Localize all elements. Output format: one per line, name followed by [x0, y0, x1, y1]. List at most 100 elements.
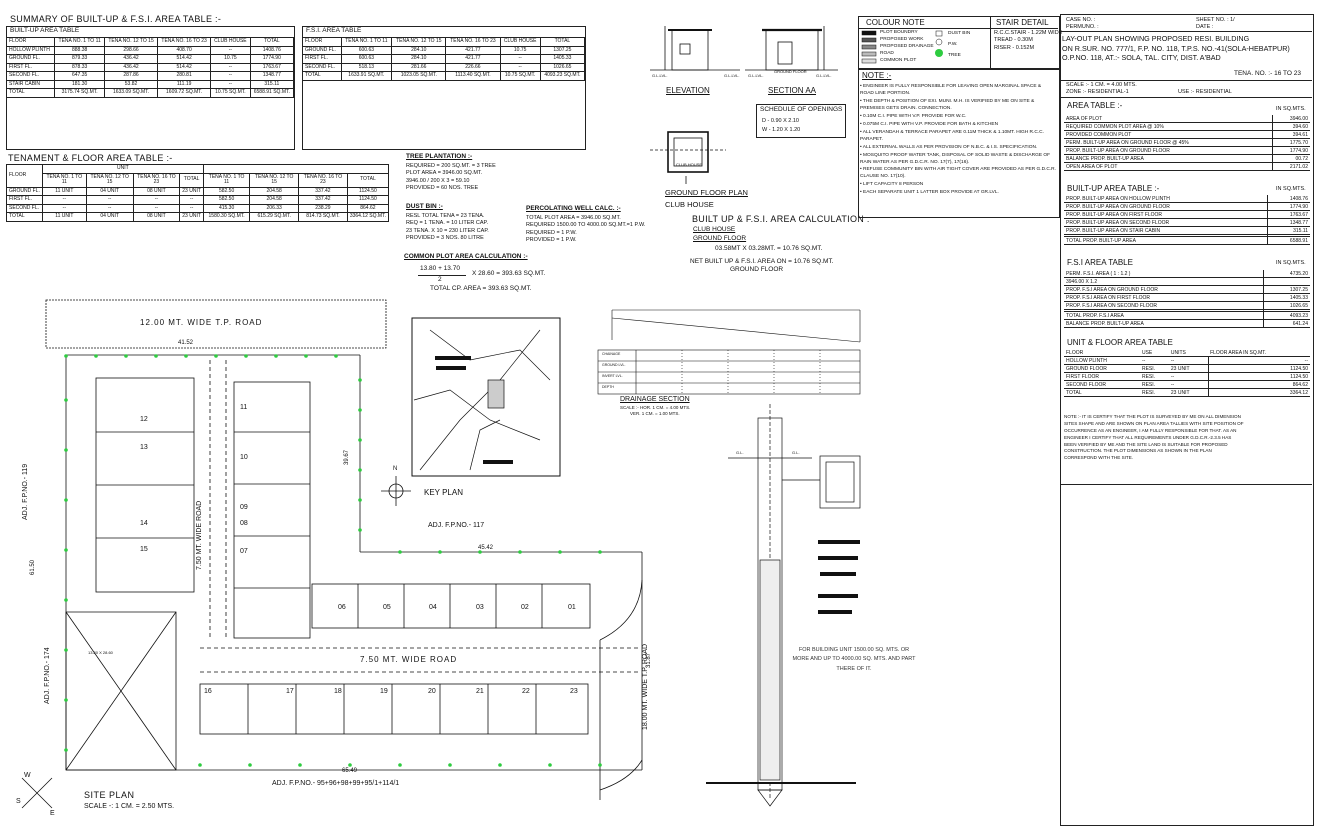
- unit-number-label: 05: [383, 604, 391, 611]
- common-title: COMMON PLOT AREA CALCULATION :-: [404, 253, 528, 260]
- redaction-bar: [820, 572, 856, 576]
- table-header-cell: TENA NO. 1 TO 11: [41, 172, 87, 188]
- table-cell: SECOND FLOOR: [1064, 380, 1140, 389]
- dustbin-line: 23 TENA. X 10 = 230 LITER CAP.: [406, 227, 489, 234]
- redaction-bar: [483, 460, 513, 464]
- table-cell: --: [1168, 356, 1209, 365]
- table-cell: PERM. BUILT-UP AREA ON GROUND FLOOR @ 45…: [1064, 138, 1273, 147]
- table-cell: 1307.25: [1262, 285, 1310, 294]
- perc-line: REQUIRED = 1 P.W.: [526, 229, 577, 236]
- bu-table-title: BUILT-UP AREA TABLE :-: [1067, 184, 1160, 193]
- road-vertical-label: 7.50 MT. WIDE ROAD: [196, 500, 203, 570]
- colour-item: PLOT BOUNDRY: [880, 30, 918, 35]
- summary-title: SUMMARY OF BUILT-UP & F.S.I. AREA TABLE …: [10, 14, 222, 24]
- table-cell: 23 UNIT: [1168, 388, 1209, 397]
- table-cell: 1026.65: [1262, 301, 1310, 310]
- gfp-label: GROUND FLOOR PLAN: [665, 188, 748, 197]
- table-cell: [1064, 234, 1268, 237]
- date: DATE :: [1196, 24, 1214, 30]
- redaction-bar: [818, 556, 858, 560]
- bu-table-unit: IN SQ.MTS.: [1276, 186, 1306, 192]
- unit-number-label: 04: [429, 604, 437, 611]
- common-formula-top: 13.80 + 13.70: [420, 265, 460, 272]
- table-cell: 394.61: [1272, 130, 1310, 139]
- key-plan-drawing: [411, 317, 561, 477]
- unit-number-label: 17: [286, 688, 294, 695]
- table-cell: 3364.12 SQ.MT.: [346, 212, 390, 222]
- adj-117-label: ADJ. F.P.NO.- 117: [428, 522, 485, 529]
- dim-right2: 31.87: [646, 652, 652, 668]
- tenement-title: TENAMENT & FLOOR AREA TABLE :-: [8, 153, 173, 163]
- table-cell: 3946.00: [1272, 115, 1310, 123]
- dustbin-line: REQ = 1 TENA. = 10 LITER CAP.: [406, 220, 489, 227]
- openings-title: SCHEDULE OF OPENINGS: [760, 106, 843, 113]
- table-header-cell: TENA NO. 12 TO 15: [249, 172, 300, 188]
- opening-door: D - 0.90 X 2.10: [762, 118, 799, 124]
- sheet-no: SHEET NO. : 1/: [1196, 17, 1235, 23]
- note-item: • REFUSE COMMUNITY BIN WITH AIR TIGHT CO…: [860, 167, 1056, 180]
- unit-number-label: 23: [570, 688, 578, 695]
- table-cell: 2171.02: [1272, 162, 1310, 171]
- plan-club-label: CLUB HOUSE: [676, 162, 703, 167]
- site-boundary-trees: [64, 354, 602, 767]
- adj-174-label: ADJ. F.P.NO.- 174: [44, 647, 51, 704]
- unit-number-label: 09: [240, 504, 248, 511]
- table-row: PERM. F.S.I. AREA ( 1 : 1.2 )4735.20: [1064, 270, 1310, 278]
- colour-note-title: COLOUR NOTE: [866, 18, 925, 27]
- redaction-bar: [818, 610, 852, 614]
- table-cell: 641.24: [1262, 319, 1310, 328]
- table-cell: [1267, 234, 1310, 237]
- tena-range: TENA. NO. :- 16 TO 23: [1234, 70, 1301, 77]
- calc-line2: NET BUILT UP & F.S.I. AREA ON = 10.76 SQ…: [690, 258, 834, 265]
- colour-item: COMMON PLOT: [880, 58, 917, 63]
- scale: SCALE :- 1 CM. = 4.00 MTS.: [1066, 82, 1137, 88]
- north-label: N: [393, 466, 398, 472]
- redaction-bar: [818, 594, 858, 598]
- common-formula-bottom: 2: [438, 276, 442, 283]
- unit-number-label: 10: [240, 454, 248, 461]
- perc-lines: TOTAL PLOT AREA = 3946.00 SQ.MT.REQUIRED…: [526, 215, 645, 245]
- stair-title: STAIR DETAIL: [996, 18, 1049, 27]
- table-cell: 3946.00 X 1.2: [1064, 277, 1264, 286]
- table-cell: 315.11: [1267, 226, 1310, 235]
- table-cell: 6588.91: [1267, 236, 1310, 245]
- unit-table-title: UNIT & FLOOR AREA TABLE: [1067, 338, 1173, 347]
- calc-club: CLUB HOUSE: [693, 226, 736, 233]
- perc-line: REQUIRED 1500.00 TO 4000.00 SQ.MT.=1 P.W…: [526, 222, 646, 229]
- opening-window: W - 1.20 X 1.20: [762, 127, 801, 133]
- table-cell: 4735.20: [1262, 270, 1310, 278]
- dim-mid: 45.42: [478, 545, 494, 551]
- table-header-cell: UNITS: [1168, 349, 1209, 357]
- unit-number-label: 18: [334, 688, 342, 695]
- dim-top: 41.52: [178, 340, 194, 346]
- tree-line: REQUIRED = 200 SQ.MT. = 3 TREE: [406, 163, 496, 169]
- colour-item: ROAD: [880, 51, 894, 56]
- project-line: LAY-OUT PLAN SHOWING PROPOSED RESI. BUIL…: [1062, 34, 1250, 43]
- colour-swatches: [861, 30, 943, 64]
- table-row: 3946.00 X 1.2: [1064, 277, 1310, 286]
- well-gl-left: G.L.: [736, 450, 744, 455]
- compass-w: W: [24, 772, 31, 779]
- redaction-bar: [706, 782, 856, 784]
- drain-row-depth: DEPTH: [602, 385, 614, 389]
- common-total: TOTAL CP. AREA = 393.63 SQ.MT.: [430, 285, 532, 292]
- table-header-cell: TENA NO. 1 TO 11: [202, 172, 251, 188]
- table-header-cell: TENA NO. 16 TO 23: [132, 172, 181, 188]
- title-block: [1060, 14, 1314, 826]
- note-item: • ALL VERANDAH & TERRACE PARAPET ARE 0.1…: [860, 129, 1044, 142]
- unit-number-label: 22: [522, 688, 530, 695]
- perc-line: TOTAL PLOT AREA = 3946.00 SQ.MT.: [526, 215, 621, 221]
- table-cell: 1763.67: [1267, 210, 1310, 219]
- table-cell: PROP. BUILT-UP AREA ON STAIR CABIN: [1064, 226, 1268, 235]
- perc-title: PERCOLATING WELL CALC. :-: [526, 205, 621, 212]
- table-cell: RESI.: [1139, 372, 1169, 381]
